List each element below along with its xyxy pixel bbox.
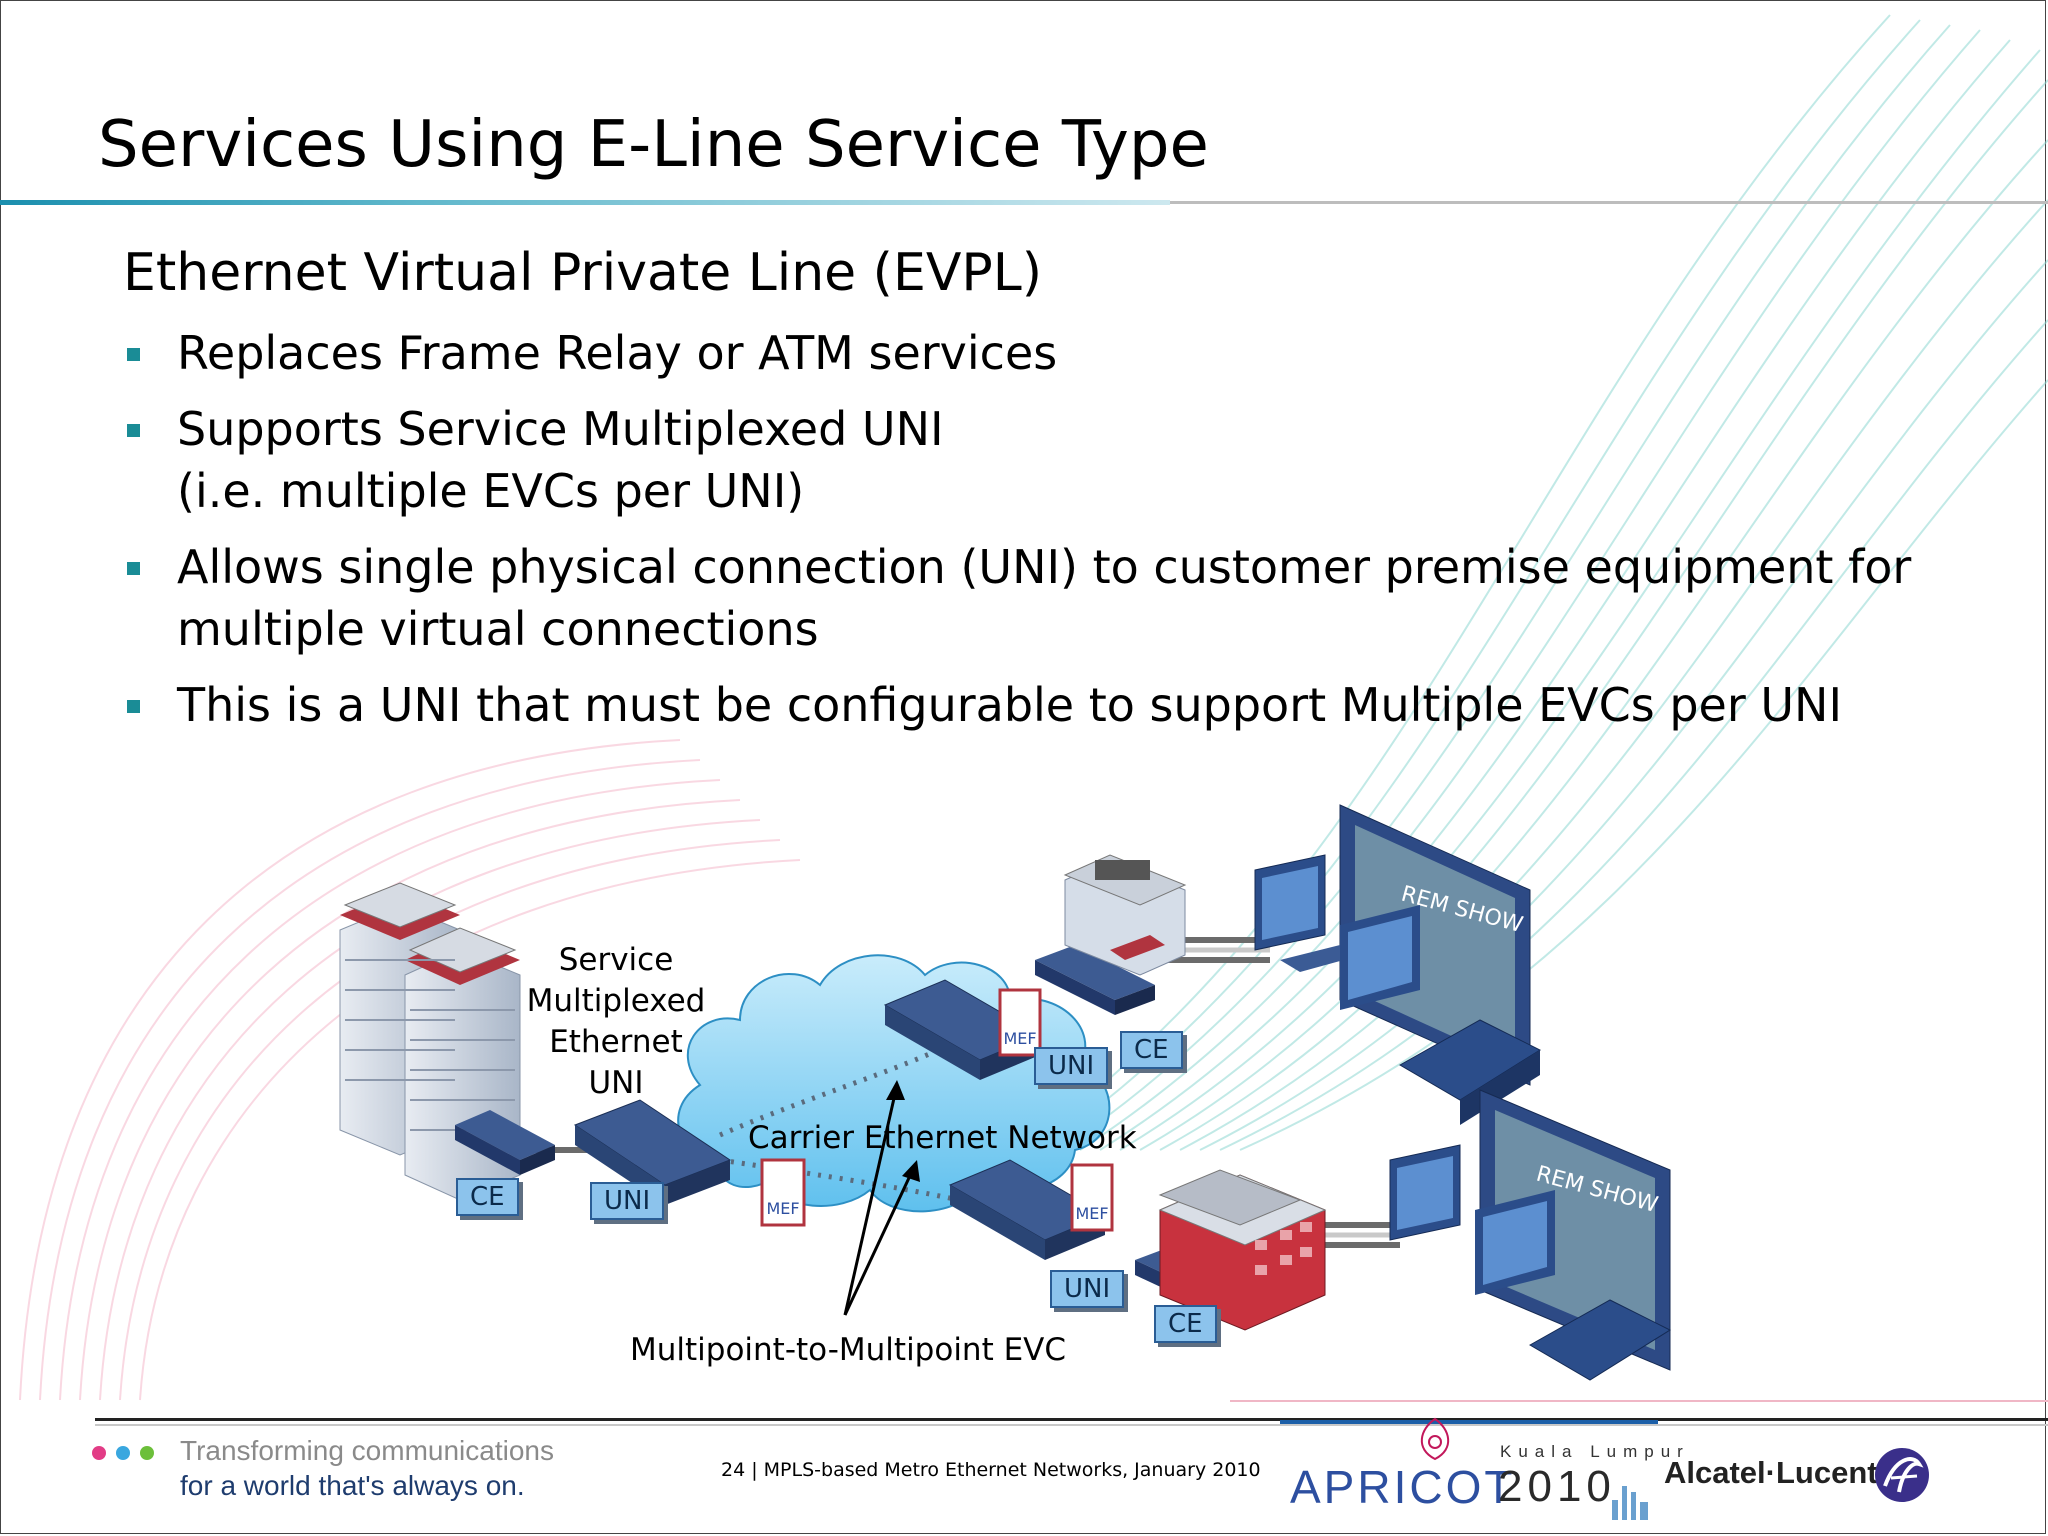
bullet-marker-icon <box>127 700 140 713</box>
label-line: Service <box>558 942 674 978</box>
evc-arrows <box>843 1084 917 1316</box>
bullet-list: Replaces Frame Relay or ATM services Sup… <box>123 322 2003 750</box>
company-name: Alcatel·Lucent <box>1664 1455 1878 1490</box>
svg-text:MEF: MEF <box>766 1199 799 1218</box>
ce-device-icon <box>1035 945 1155 1015</box>
laptop-icon <box>1340 905 1420 1010</box>
mef-certification-icon: MEF <box>998 988 1042 1057</box>
mef-certification-icon: MEF <box>760 1158 806 1227</box>
desktop-computer-icon <box>1254 854 1380 972</box>
uni-badge-top: UNI <box>1034 1047 1109 1085</box>
office-tower-icon <box>339 882 521 1201</box>
laptop-icon <box>1475 1190 1555 1295</box>
bullet-item: This is a UNI that must be configurable … <box>123 674 2003 736</box>
arrow-head-icon <box>886 1080 905 1100</box>
svg-text:MEF: MEF <box>1003 1029 1036 1048</box>
bullet-text: Replaces Frame Relay or ATM services <box>177 326 1058 380</box>
title-rule <box>0 200 1170 205</box>
footer-rule-grey <box>95 1424 2048 1426</box>
arrow-head-icon <box>902 1160 920 1182</box>
label-line: Ethernet <box>549 1024 683 1060</box>
tagline-line2: for a world that's always on. <box>180 1470 525 1501</box>
svg-text:MEF: MEF <box>1075 1204 1108 1223</box>
ce-badge-bottom: CE <box>1154 1305 1217 1343</box>
tagline-line1: Transforming communications <box>180 1435 554 1466</box>
service-multiplexed-label: Service Multiplexed Ethernet UNI <box>520 940 712 1104</box>
mef-certification-icon: MEF <box>1070 1163 1114 1232</box>
branch-office-icon <box>1063 854 1187 976</box>
network-diagram: MEF MEF MEF REM SHOW <box>339 804 1672 1381</box>
bullet-text: Supports Service Multiplexed UNI (i.e. m… <box>177 402 944 518</box>
footer-rule <box>95 1418 2048 1421</box>
apricot-flower-icon <box>1420 1417 1450 1461</box>
desktop-computer-icon <box>1389 1144 1461 1241</box>
evc-label: Multipoint-to-Multipoint EVC <box>630 1332 1067 1368</box>
apricot-year: 2010 <box>1498 1462 1616 1511</box>
slide-title: Services Using E-Line Service Type <box>98 108 1209 182</box>
bullet-marker-icon <box>127 562 140 575</box>
phone-icon <box>1528 1299 1672 1381</box>
brand-dots-icon <box>92 1446 154 1460</box>
carrier-network-label: Carrier Ethernet Network <box>748 1120 1137 1156</box>
branch-office-icon <box>1158 1169 1327 1331</box>
ce-badge-left: CE <box>456 1178 519 1216</box>
video-wall-screen-icon: REM SHOW <box>1479 1089 1671 1371</box>
bullet-item: Supports Service Multiplexed UNI (i.e. m… <box>123 398 1037 522</box>
footer-rule-accent <box>1230 1400 2048 1402</box>
apricot-rule <box>1280 1420 1658 1424</box>
title-rule-grey <box>1170 201 2048 204</box>
ce-device-icon <box>455 1110 555 1175</box>
uni-badge-bottom: UNI <box>1050 1270 1125 1308</box>
bullet-text: This is a UNI that must be configurable … <box>177 678 1843 732</box>
slide-footnote: 24 | MPLS-based Metro Ethernet Networks,… <box>721 1459 1261 1481</box>
bullet-marker-icon <box>127 424 140 437</box>
uni-badge-left: UNI <box>590 1182 665 1220</box>
ce-badge-top: CE <box>1120 1031 1183 1069</box>
bullet-item: Allows single physical connection (UNI) … <box>123 536 1997 660</box>
apricot-city: Kuala Lumpur <box>1500 1442 1690 1461</box>
apricot-logo-text: APRICOT <box>1290 1461 1516 1513</box>
bullet-item: Replaces Frame Relay or ATM services <box>123 322 2003 384</box>
alcatel-lucent-logo-icon <box>1875 1448 1929 1502</box>
bullet-marker-icon <box>127 348 140 361</box>
label-line: UNI <box>588 1065 644 1101</box>
video-wall-screen-icon: REM SHOW <box>1339 804 1531 1086</box>
label-line: Multiplexed <box>526 983 706 1019</box>
bullet-text: Allows single physical connection (UNI) … <box>177 540 1912 656</box>
slide-subtitle: Ethernet Virtual Private Line (EVPL) <box>123 243 1043 303</box>
skyline-icon <box>1612 1486 1648 1520</box>
